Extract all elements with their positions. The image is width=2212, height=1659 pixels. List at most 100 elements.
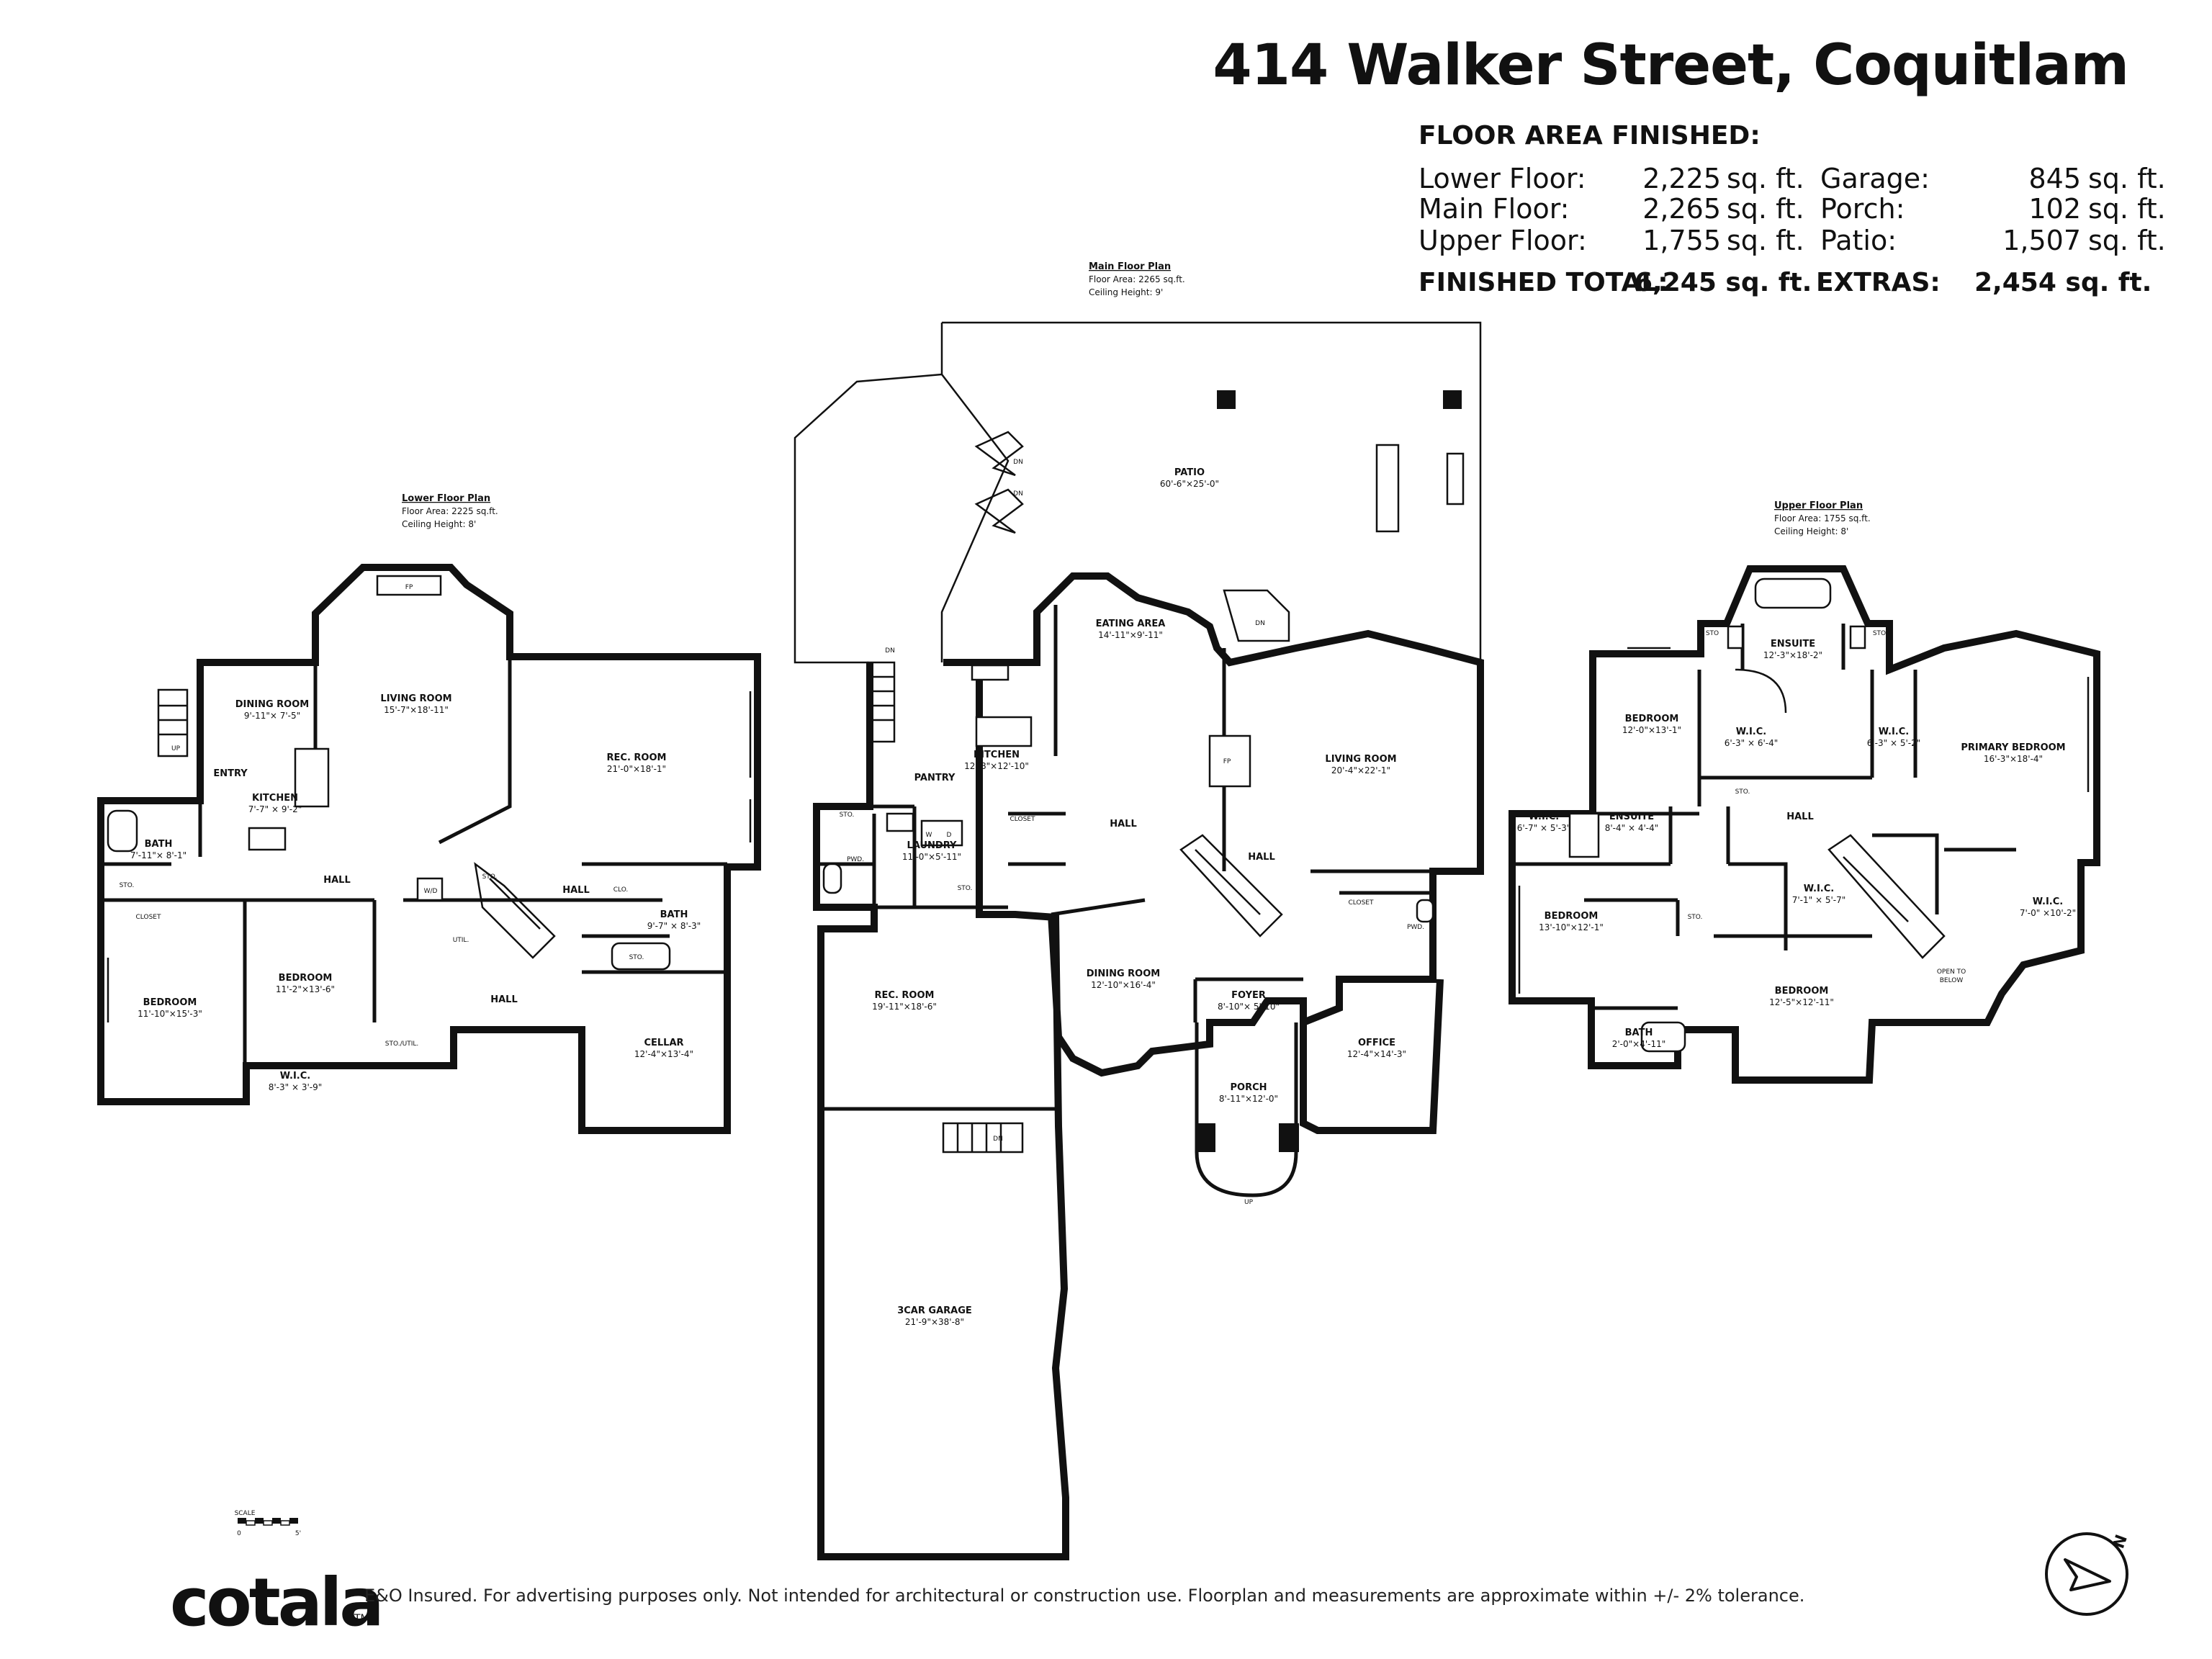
upper-wic2-label: W.I.C. bbox=[1879, 727, 1909, 737]
lower-bath1-label: BATH bbox=[145, 839, 173, 850]
lower-wd-label: W/D bbox=[424, 888, 438, 895]
patio-post-1 bbox=[1217, 390, 1236, 409]
lower-bedroom2-dim: 11'-2"×13'-6" bbox=[276, 984, 335, 994]
main-dining-dim: 12'-10"×16'-4" bbox=[1091, 980, 1156, 990]
scale-start: 0 bbox=[237, 1530, 241, 1537]
main-dining-label: DINING ROOM bbox=[1087, 968, 1160, 979]
area-unit: sq. ft. bbox=[1727, 193, 1804, 225]
upper-bedroom3-dim: 12'-5"×12'-11" bbox=[1769, 997, 1834, 1007]
main-kitchen-island bbox=[975, 716, 1033, 747]
upper-wic4-label: W.I.C. bbox=[1804, 884, 1834, 894]
main-pwd-toilet bbox=[822, 863, 842, 894]
main-hall1-label: HALL bbox=[1110, 819, 1137, 830]
main-office-label: OFFICE bbox=[1358, 1038, 1395, 1048]
upper-ensuite1-dim: 12'-3"×18'-2" bbox=[1763, 650, 1822, 660]
lower-util-label: UTIL. bbox=[453, 937, 469, 944]
main-dn1-label: DN bbox=[1013, 459, 1023, 466]
patio-bench bbox=[1375, 444, 1400, 533]
lower-interior-walls bbox=[99, 657, 727, 1102]
main-fp-label: FP bbox=[1223, 758, 1231, 765]
lower-floor-ceiling: Ceiling Height: 8' bbox=[402, 519, 476, 529]
upper-hall-label: HALL bbox=[1786, 811, 1814, 822]
area-label-2: Porch: bbox=[1820, 193, 1905, 225]
lower-hall2-label: HALL bbox=[562, 885, 590, 896]
main-rec-dim: 19'-11"×18'-6" bbox=[872, 1002, 937, 1012]
main-patio-dim: 60'-6"×25'-0" bbox=[1160, 479, 1219, 489]
lower-living-dim: 15'-7"×18'-11" bbox=[384, 705, 449, 715]
main-pwd1-label: PWD. bbox=[847, 856, 864, 863]
main-dn4-label: DN bbox=[885, 647, 895, 655]
porch-column-1 bbox=[1195, 1123, 1215, 1152]
main-foyer-dim: 8'-10"× 5'-10" bbox=[1218, 1002, 1280, 1012]
area-label: Main Floor: bbox=[1419, 193, 1570, 225]
upper-sto2-label: STO bbox=[1873, 630, 1886, 637]
lower-windows bbox=[107, 661, 752, 1022]
upper-sto1-label: STO bbox=[1706, 630, 1719, 637]
lower-stove bbox=[248, 827, 287, 851]
main-washer-dryer bbox=[920, 819, 963, 847]
lower-bath1-dim: 7'-11"× 8'-1" bbox=[130, 850, 186, 860]
main-laundry-sink bbox=[886, 812, 914, 832]
upper-soaking-tub bbox=[1754, 577, 1832, 609]
lower-floor-area: Floor Area: 2225 sq.ft. bbox=[402, 506, 498, 516]
main-porch-label: PORCH bbox=[1230, 1082, 1267, 1093]
upper-bedroom3-label: BEDROOM bbox=[1775, 986, 1829, 997]
main-dn3-label: DN bbox=[1255, 620, 1265, 627]
lower-wic-label: W.I.C. bbox=[280, 1071, 310, 1082]
upper-sto3-label: STO. bbox=[1735, 788, 1750, 796]
upper-ensuite-vanity-2 bbox=[1849, 625, 1866, 649]
area-unit-2: sq. ft. bbox=[2088, 225, 2166, 256]
brand-trademark: TM bbox=[354, 1613, 369, 1624]
lower-up-label: UP bbox=[171, 745, 181, 752]
lower-sto1-label: STO. bbox=[120, 882, 135, 889]
area-label: Upper Floor: bbox=[1419, 225, 1587, 256]
upper-ensuite1-label: ENSUITE bbox=[1771, 639, 1815, 649]
lower-cellar-label: CELLAR bbox=[644, 1038, 683, 1048]
main-office-dim: 12'-4"×14'-3" bbox=[1347, 1049, 1406, 1059]
floor-area-heading: FLOOR AREA FINISHED: bbox=[1419, 121, 1761, 150]
main-garage-label: 3CAR GARAGE bbox=[897, 1305, 972, 1316]
upper-wic4-dim: 7'-1" × 5'-7" bbox=[1792, 895, 1846, 905]
main-closet1-label: CLOSET bbox=[1010, 816, 1035, 823]
finished-total-value: 6,245 sq. ft. bbox=[1635, 268, 1812, 297]
extras-label: EXTRAS: bbox=[1816, 268, 1941, 297]
upper-floor-area: Floor Area: 1755 sq.ft. bbox=[1774, 513, 1871, 523]
upper-wic3-dim: 6'-7" × 5'-3" bbox=[1517, 823, 1571, 833]
main-pwd2-toilet bbox=[1416, 899, 1434, 923]
main-floor-plan: Main Floor Plan Floor Area: 2265 sq.ft. … bbox=[793, 261, 1484, 1560]
lower-closet-label: CLOSET bbox=[136, 914, 161, 921]
lower-hall3-label: HALL bbox=[490, 994, 518, 1005]
scale-end: 5' bbox=[295, 1530, 301, 1537]
main-floor-area: Floor Area: 2265 sq.ft. bbox=[1089, 274, 1185, 284]
main-dn5-label: DN bbox=[993, 1136, 1003, 1143]
lower-bathtub-1 bbox=[107, 809, 138, 853]
main-floor-header: Main Floor Plan bbox=[1089, 261, 1171, 272]
upper-primary-label: PRIMARY BEDROOM bbox=[1961, 742, 2065, 753]
area-label-2: Patio: bbox=[1820, 225, 1897, 256]
patio-grill bbox=[1446, 452, 1465, 505]
lower-bath2-label: BATH bbox=[660, 909, 688, 920]
upper-wic2-dim: 6'-3" × 5'-2" bbox=[1867, 738, 1921, 748]
upper-floor-ceiling: Ceiling Height: 8' bbox=[1774, 526, 1848, 536]
finished-total-label: FINISHED TOTAL: bbox=[1419, 268, 1668, 297]
compass-letter: N bbox=[2110, 1532, 2131, 1551]
upper-exterior-wall bbox=[1509, 565, 2100, 1084]
upper-bath-dim: 2'-0"×4'-11" bbox=[1612, 1039, 1666, 1049]
lower-bedroom2-label: BEDROOM bbox=[279, 973, 333, 984]
upper-primary-dim: 16'-3"×18'-4" bbox=[1984, 754, 2043, 764]
area-value: 2,225 bbox=[1642, 163, 1721, 194]
upper-ensuite-vanity-1 bbox=[1727, 625, 1744, 649]
main-laundry-dim: 11'-0"×5'-11" bbox=[902, 852, 961, 862]
lower-hall1-label: HALL bbox=[323, 875, 351, 886]
area-value-2: 1,507 bbox=[2002, 225, 2081, 256]
main-floor-ceiling: Ceiling Height: 9' bbox=[1089, 287, 1163, 297]
main-stairs bbox=[867, 589, 1290, 1154]
main-living-dim: 20'-4"×22'-1" bbox=[1331, 765, 1390, 775]
upper-wic1-dim: 6'-3" × 6'-4" bbox=[1725, 738, 1779, 748]
lower-bedroom1-dim: 11'-10"×15'-3" bbox=[138, 1009, 202, 1019]
main-up-label: UP bbox=[1244, 1199, 1254, 1206]
main-garage-dim: 21'-9"×38'-8" bbox=[905, 1317, 964, 1327]
area-unit-2: sq. ft. bbox=[2088, 163, 2166, 194]
upper-interior-walls bbox=[1512, 624, 2016, 1010]
lower-kitchen-label: KITCHEN bbox=[252, 793, 298, 804]
